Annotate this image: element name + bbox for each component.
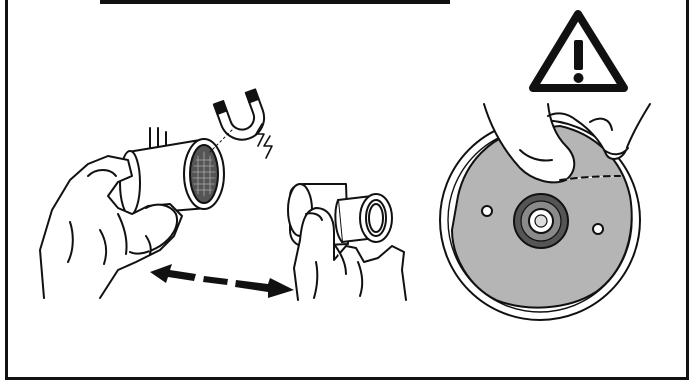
magnet-attach-illustration	[40, 89, 406, 300]
sensor-cylinder	[120, 139, 224, 215]
disc-hub	[514, 194, 568, 248]
warning-icon	[533, 14, 624, 88]
lightning-icon	[256, 124, 272, 158]
disc-hole-right	[593, 224, 603, 234]
double-arrow-icon	[150, 264, 294, 298]
guide-dots	[210, 130, 232, 152]
disc-removal-illustration	[440, 104, 650, 320]
disc-hole-left	[482, 206, 492, 216]
